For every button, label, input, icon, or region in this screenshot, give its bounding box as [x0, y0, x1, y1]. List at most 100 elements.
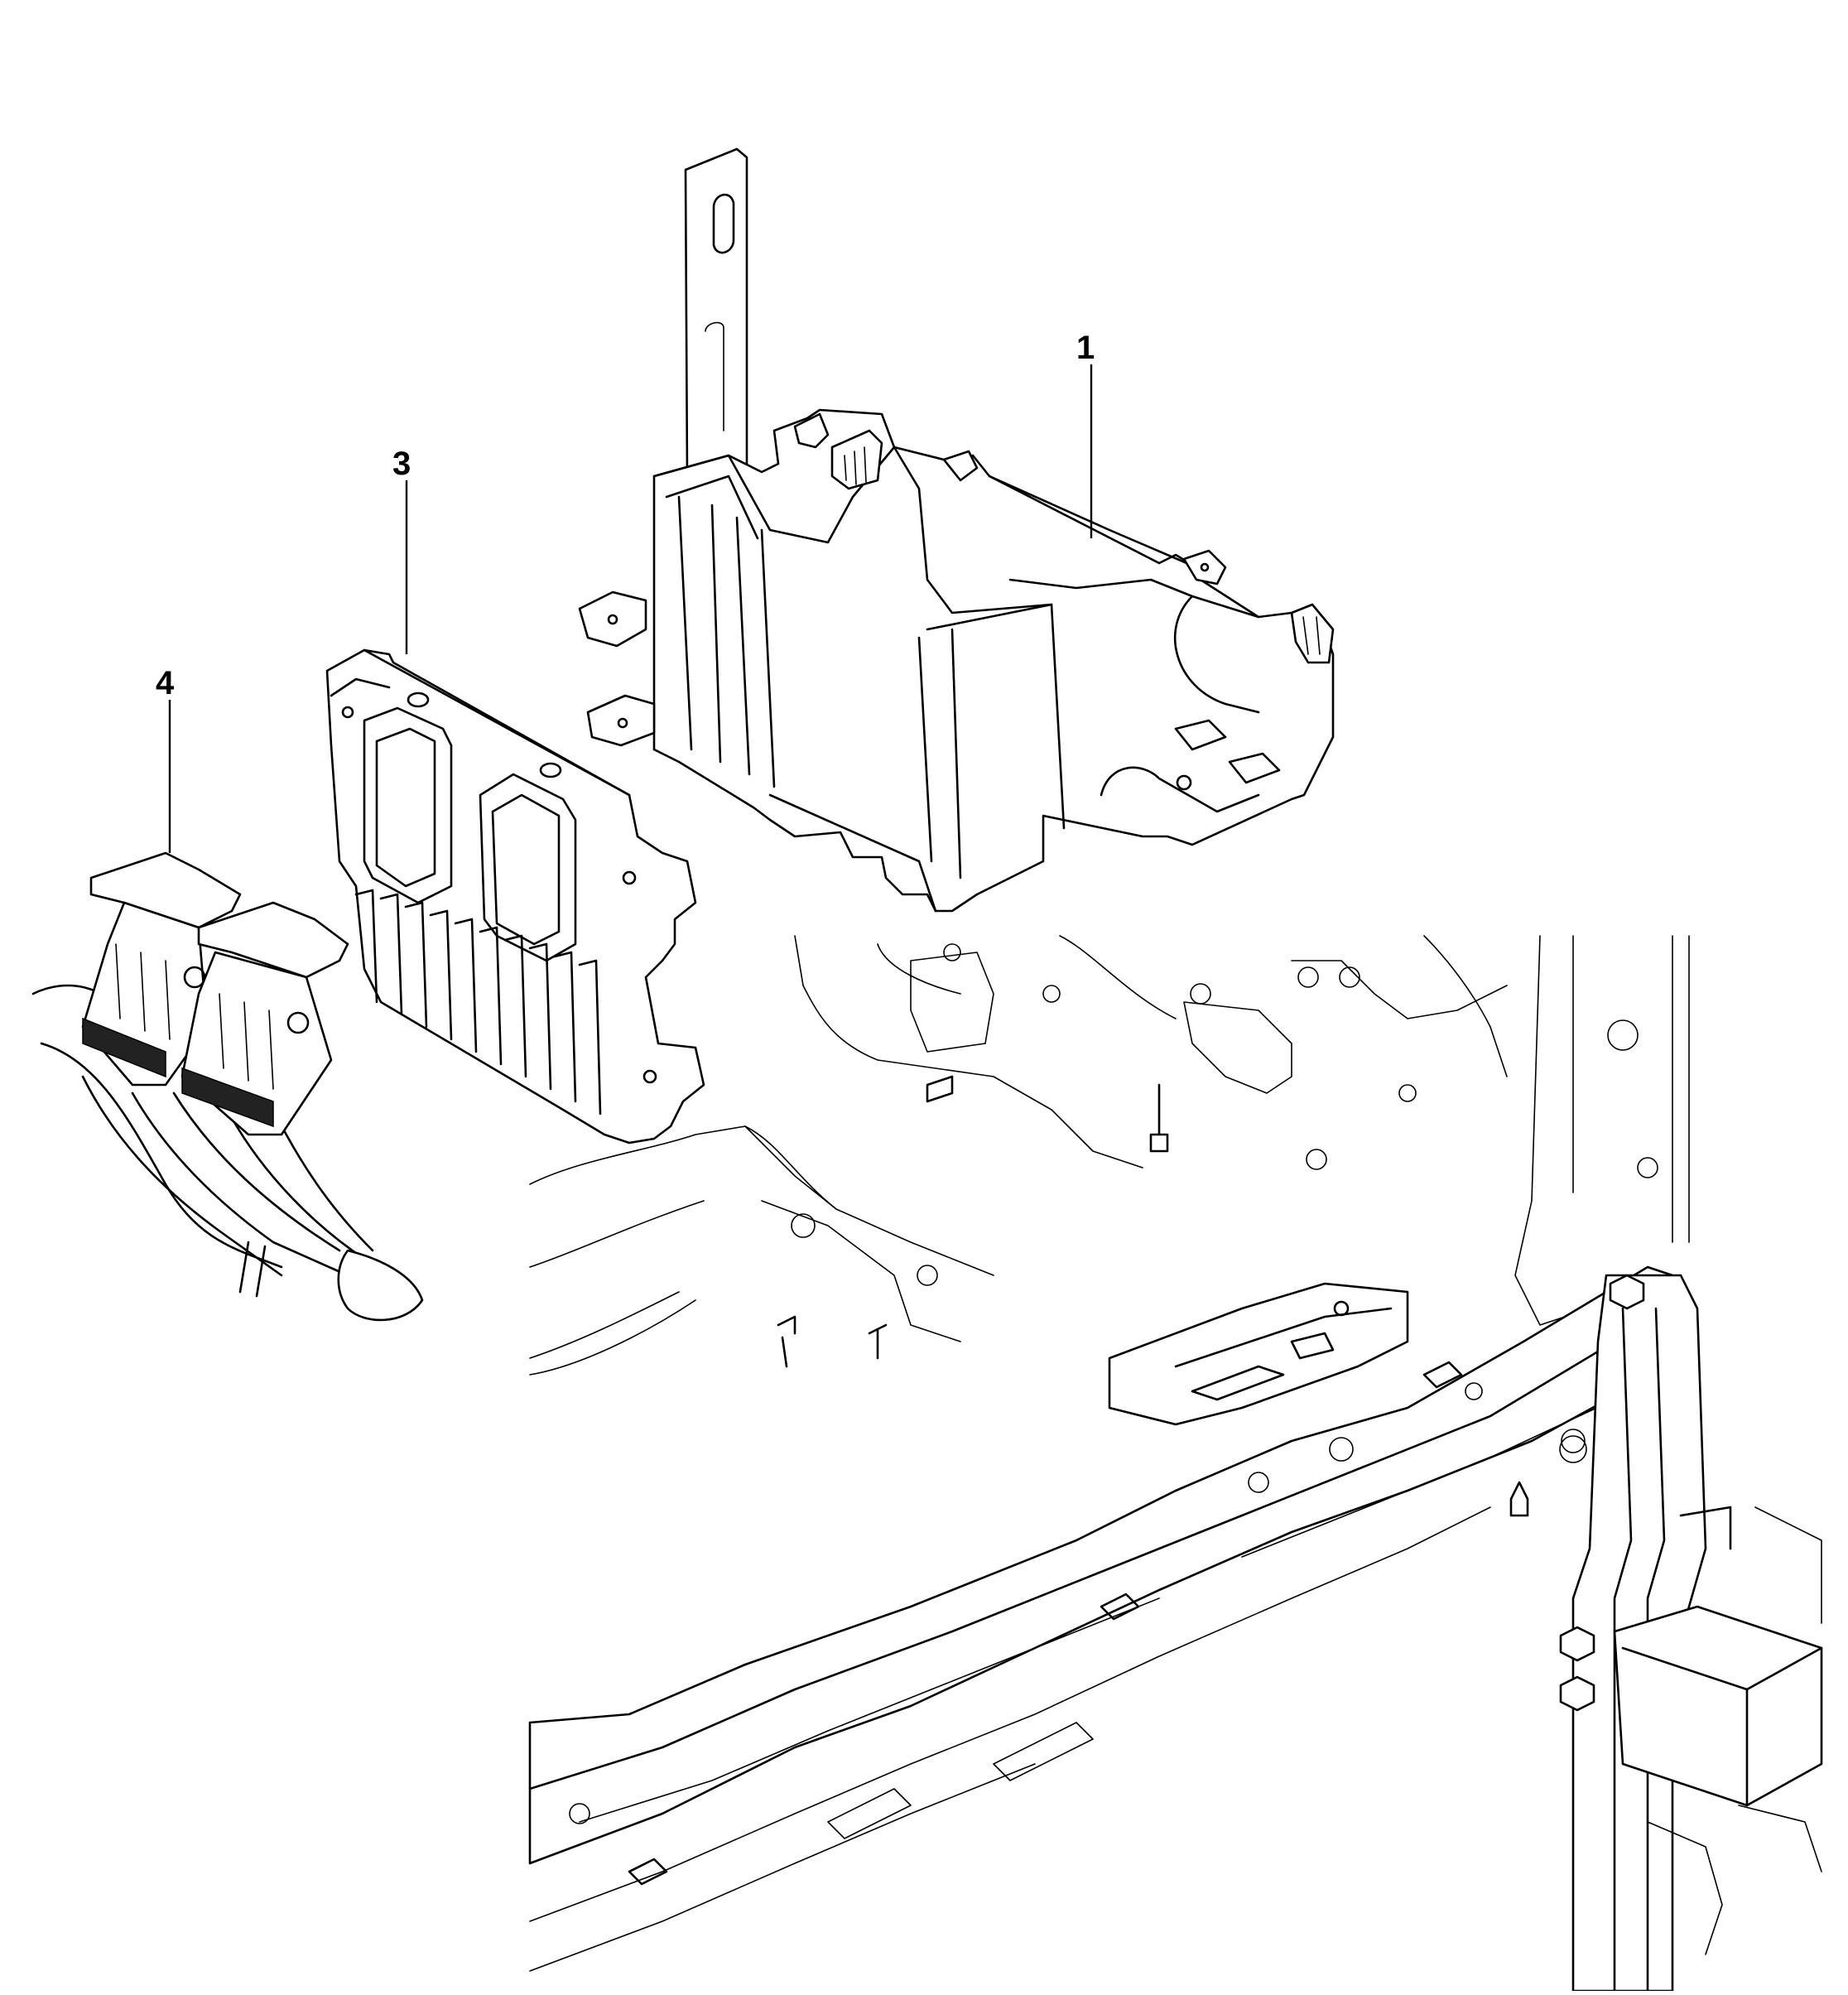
beam-clip: [1422, 1361, 1463, 1389]
bolt-icon: [777, 1315, 796, 1368]
tray-curve-2: [1100, 766, 1260, 813]
tray-top-clip: [830, 429, 883, 490]
tray-tab-4: [793, 412, 830, 449]
tray-side-wall: [893, 446, 1053, 614]
connector-b-lock: [181, 1067, 274, 1128]
ecm-fin: [578, 959, 602, 1116]
bracket-slot: [1191, 1365, 1285, 1401]
socket-2-inner: [491, 793, 561, 946]
panel-hole: [917, 1265, 938, 1286]
tray-divider-3: [735, 516, 751, 776]
mount-bracket: [1183, 1001, 1292, 1094]
wire: [172, 1091, 341, 1252]
beam-slot: [993, 1722, 1094, 1781]
connector-b-boss: [286, 1011, 310, 1034]
tray-back-edge: [988, 475, 1198, 569]
harness-branch: [238, 1241, 267, 1298]
front-frame-structure-icon: [528, 935, 1823, 1993]
rail-edge: [1646, 1307, 1666, 1993]
box-edge: [1679, 1506, 1732, 1550]
ecm-connector-socket-2: [479, 773, 577, 962]
tray-front-wall: [652, 446, 896, 544]
tray-tab-5: [942, 450, 979, 482]
hex-bolt-icon: [1559, 1626, 1595, 1662]
ecm-corner: [330, 677, 391, 697]
ecm-mount-hole: [622, 870, 637, 885]
tray-square-hole: [1174, 719, 1227, 751]
box-edge: [1647, 1821, 1723, 1955]
tray-partition-3: [950, 628, 962, 879]
tray-tab-1: [578, 590, 647, 648]
beam-crease: [579, 1597, 1160, 1823]
beam-hole: [1465, 1382, 1483, 1400]
tray-clip: [1290, 603, 1335, 664]
panel-edge: [1059, 935, 1177, 1019]
frame-rail-inner: [761, 1200, 961, 1342]
bracket-slot: [1290, 1332, 1335, 1360]
ecm-mount-hole: [642, 1069, 657, 1084]
tab-hole: [1200, 562, 1210, 572]
panel-hole: [1297, 966, 1319, 988]
ecm-fin: [379, 893, 403, 1016]
callout-3-label: 3: [392, 446, 411, 482]
connector-rib: [115, 943, 171, 1040]
callout-1-label: 1: [1076, 330, 1095, 366]
hex-bolt-icon: [1609, 1274, 1645, 1310]
callout-4-label: 4: [156, 665, 175, 701]
ecm-logo-2: [539, 762, 562, 778]
panel-hole: [1306, 1149, 1327, 1170]
tray-square-hole: [1228, 752, 1281, 784]
wire: [131, 1091, 349, 1277]
beam-hole: [1329, 1437, 1354, 1462]
frame-rail-vertical: [1672, 935, 1690, 1243]
cross-member-bracket: [1108, 1282, 1409, 1426]
panel-edge: [744, 1125, 837, 1210]
strap-slot: [712, 193, 735, 254]
panel-hole: [1607, 1019, 1639, 1051]
wire: [230, 1116, 366, 1260]
panel-edge: [877, 943, 961, 995]
engine-control-module-icon: [325, 648, 705, 1144]
stud-icon: [1149, 1083, 1169, 1153]
wire: [40, 1042, 283, 1269]
bracket-hole: [1333, 1300, 1350, 1317]
panel-hole: [943, 943, 961, 961]
ecm-fin: [479, 926, 503, 1066]
box-edge: [1754, 1506, 1822, 1624]
rail-edge: [1613, 1307, 1633, 1993]
socket-1-inner: [375, 727, 436, 888]
stud-icon: [926, 1075, 954, 1103]
clip-rib: [844, 446, 867, 485]
harness-sleeve: [337, 1249, 424, 1322]
beam-crease: [528, 1307, 1682, 1790]
tray-divider-1: [677, 495, 693, 751]
hex-bolt-icon: [1559, 1675, 1595, 1712]
apron-edge: [1514, 935, 1591, 1326]
beam-hole: [569, 1803, 590, 1824]
connector-a-top: [89, 851, 242, 929]
strap-groove: [705, 321, 724, 431]
bumper-box: [1613, 1605, 1823, 1807]
front-cross-beam: [528, 1265, 1691, 1865]
panel-hole: [1339, 966, 1360, 988]
tray-inner-wall: [665, 475, 759, 540]
panel-hole: [1190, 983, 1211, 1005]
ecm-fin: [528, 942, 552, 1091]
panel-edge: [794, 935, 1143, 1169]
beam-hole: [1248, 1472, 1269, 1493]
wiring-harness-connector-icon: [31, 851, 424, 1322]
ecm-fin: [429, 909, 453, 1041]
clip-rib: [1302, 616, 1321, 655]
tray-curve: [1173, 595, 1260, 714]
wire: [272, 1108, 374, 1252]
connector-b-top: [197, 901, 349, 979]
beam-crease: [1241, 1399, 1615, 1558]
beam-hole: [1561, 1429, 1586, 1453]
panel-edge: [529, 1299, 696, 1376]
panel-cutout: [910, 952, 994, 1053]
panel-hole: [1637, 1157, 1658, 1178]
tray-tab-3: [1182, 549, 1227, 585]
lower-rail-edge: [529, 1763, 1036, 1972]
ecm-fin: [503, 934, 527, 1078]
